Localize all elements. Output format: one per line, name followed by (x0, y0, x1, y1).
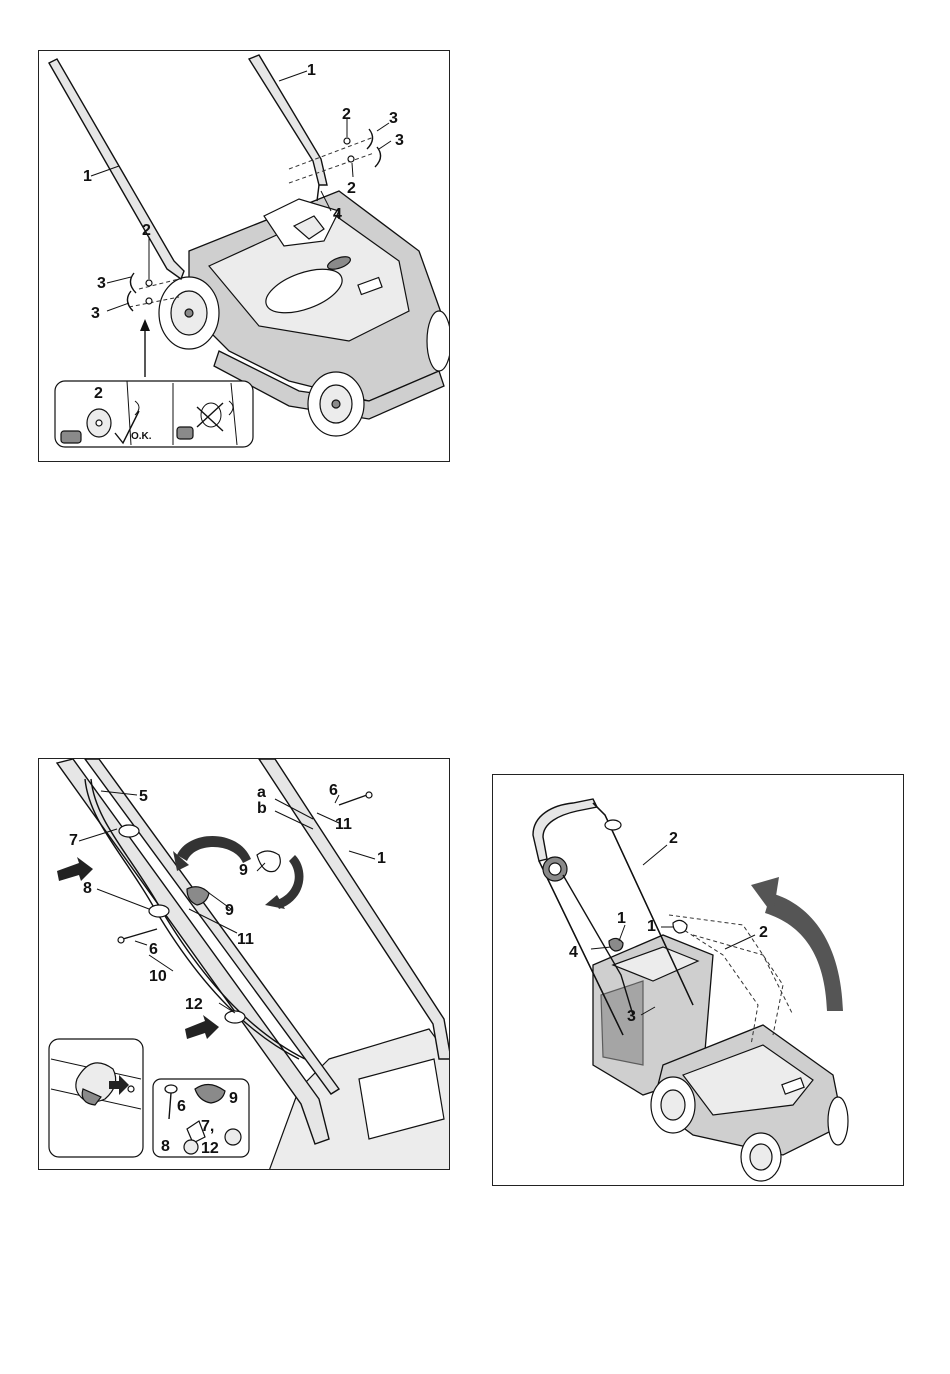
callout-8: 8 (83, 880, 92, 897)
part-7: 7, (201, 1118, 214, 1135)
callout-6-left: 6 (149, 941, 158, 958)
push-arrow-icon-lower (185, 1015, 219, 1039)
rotate-arrow-icon (177, 836, 251, 863)
handle-assembly-drawing: 1 1 2 2 2 3 3 3 3 4 2 O.K. (39, 51, 450, 462)
lift-arrow-icon (765, 893, 843, 1011)
callout-a: a (257, 784, 266, 801)
callout-6-right: 6 (329, 782, 338, 799)
callout-1-left: 1 (83, 168, 92, 185)
callout-2-right-upper: 2 (342, 106, 351, 123)
inset-callout-2: 2 (94, 385, 103, 402)
push-arrow-icon (57, 857, 93, 881)
callout-3-right-lower: 3 (395, 132, 404, 149)
callout-9-right: 9 (239, 862, 248, 879)
callout-1-right: 1 (647, 918, 656, 935)
callout-7: 7 (69, 832, 78, 849)
part-6: 6 (177, 1098, 186, 1115)
callout-3-left-lower: 3 (91, 305, 100, 322)
part-12: 12 (201, 1140, 219, 1157)
callout-b: b (257, 800, 267, 817)
callout-12: 12 (185, 996, 203, 1013)
callout-1-left: 1 (617, 910, 626, 927)
figure-handle-assembly: 1 1 2 2 2 3 3 3 3 4 2 O.K. (38, 50, 450, 462)
callout-5: 5 (139, 788, 148, 805)
callout-11-right: 11 (335, 816, 352, 833)
callout-1: 1 (377, 850, 386, 867)
callout-2-left-upper: 2 (142, 222, 151, 239)
callout-4: 4 (569, 944, 578, 961)
callout-3-left-upper: 3 (97, 275, 106, 292)
callout-4: 4 (333, 206, 342, 223)
callout-2-upper: 2 (669, 830, 678, 847)
callout-3-right-upper: 3 (389, 110, 398, 127)
callout-1-right: 1 (307, 62, 316, 79)
figure-cable-clips: 5 7 8 6 10 12 9 9 11 11 a b 6 1 6 9 7, 8… (38, 758, 450, 1170)
callout-2-lower: 2 (759, 924, 768, 941)
callout-11-left: 11 (237, 931, 254, 948)
ok-label: O.K. (131, 431, 152, 442)
part-9: 9 (229, 1090, 238, 1107)
callout-2-right-lower: 2 (347, 180, 356, 197)
callout-3: 3 (627, 1008, 636, 1025)
washer-detail-inset (55, 381, 253, 447)
callout-10: 10 (149, 968, 167, 985)
figure-handle-raise: 2 2 1 1 4 3 (492, 774, 904, 1186)
part-8: 8 (161, 1138, 170, 1155)
handle-raise-drawing: 2 2 1 1 4 3 (493, 775, 904, 1186)
cable-clip-drawing: 5 7 8 6 10 12 9 9 11 11 a b 6 1 6 9 7, 8… (39, 759, 450, 1170)
callout-9-left: 9 (225, 902, 234, 919)
